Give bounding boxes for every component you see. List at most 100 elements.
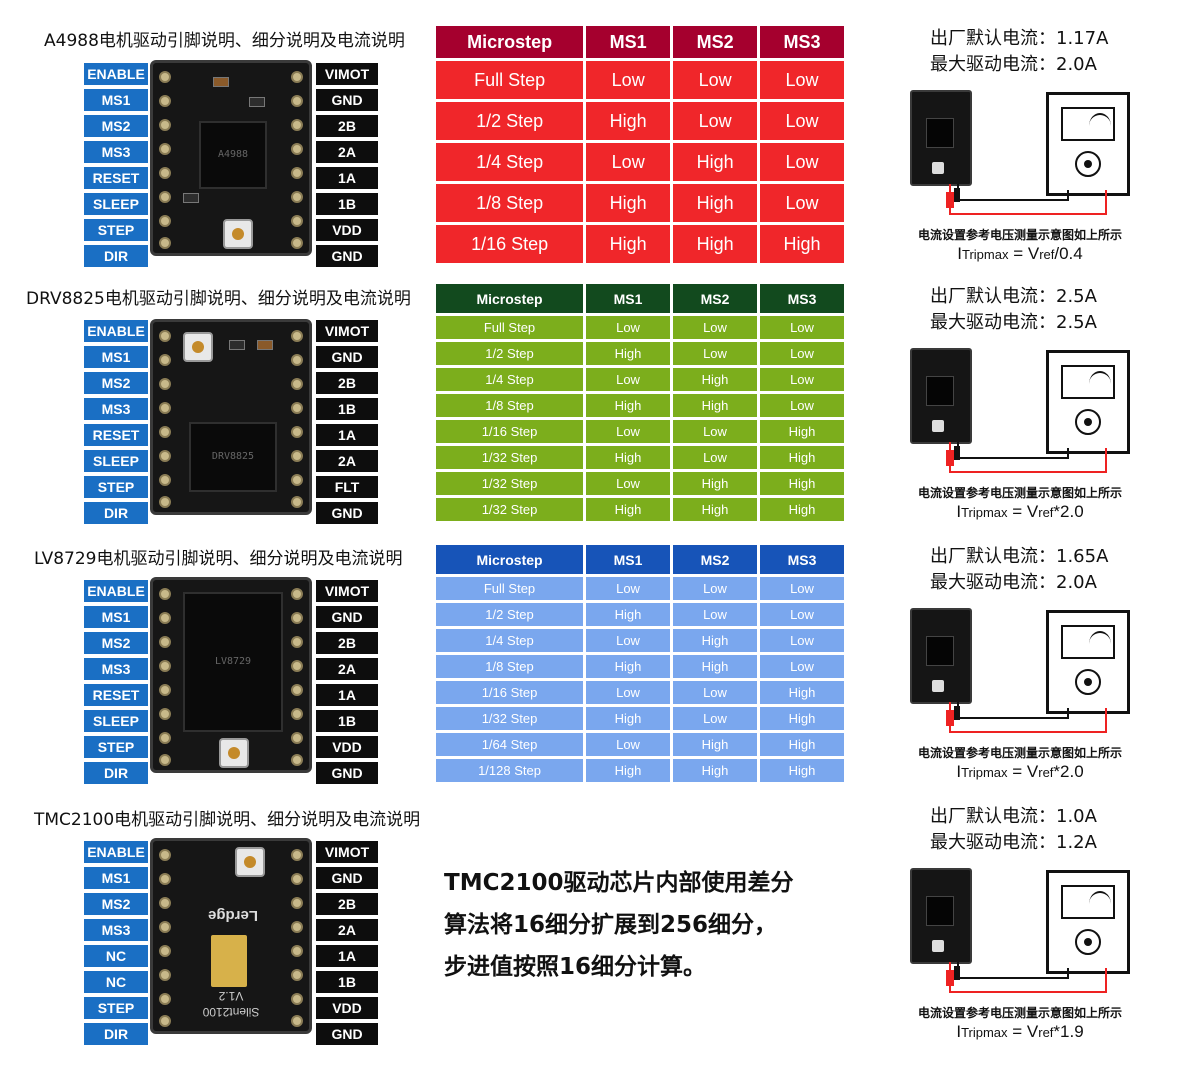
pin-label-left: MS2 bbox=[84, 893, 148, 915]
table-header-cell: MS1 bbox=[586, 545, 674, 574]
driver-thumbnail bbox=[910, 608, 972, 704]
table-cell: High bbox=[673, 394, 760, 417]
pin-label-left: RESET bbox=[84, 684, 148, 706]
driver-thumbnail bbox=[910, 90, 972, 186]
measurement-note: 电流设置参考电压测量示意图如上所示 bbox=[917, 228, 1122, 242]
measurement-note: 电流设置参考电压测量示意图如上所示 bbox=[917, 486, 1122, 500]
formula-part: I bbox=[956, 762, 962, 781]
tmc2100-board: Lerdge V1.2 Silent2100 bbox=[150, 838, 312, 1034]
pin-label-right: GND bbox=[316, 867, 378, 889]
table-cell: High bbox=[586, 394, 674, 417]
tmc2100-note: TMC2100驱动芯片内部使用差分 算法将16细分扩展到256细分， 步进值按照… bbox=[444, 862, 864, 988]
formula-part: ref bbox=[1039, 247, 1055, 262]
pin-label-right: 1A bbox=[316, 167, 378, 189]
table-cell: Low bbox=[586, 733, 674, 756]
driver-thumbnail bbox=[910, 348, 972, 444]
formula-part: = V bbox=[1007, 762, 1039, 781]
table-cell: 1/4 Step bbox=[436, 143, 587, 181]
pin-label-right: GND bbox=[316, 245, 378, 267]
potentiometer bbox=[235, 847, 265, 877]
table-cell: Low bbox=[760, 184, 844, 222]
table-cell: 1/8 Step bbox=[436, 394, 587, 417]
pin-label-right: 1B bbox=[316, 193, 378, 215]
formula-part: = V bbox=[1007, 1022, 1039, 1041]
pin-label-left: RESET bbox=[84, 424, 148, 446]
table-cell: Low bbox=[673, 102, 761, 140]
table-header-cell: MS3 bbox=[760, 545, 844, 574]
table-cell: Low bbox=[760, 394, 844, 417]
pin-label-right: 2A bbox=[316, 141, 378, 163]
pin-label-left: ENABLE bbox=[84, 320, 148, 342]
table-cell: Low bbox=[760, 61, 844, 99]
table-cell: Low bbox=[673, 446, 760, 469]
table-cell: 1/128 Step bbox=[436, 759, 587, 782]
tmc-note-line: TMC2100驱动芯片内部使用差分 bbox=[444, 870, 794, 896]
pin-label-right: 2B bbox=[316, 893, 378, 915]
table-cell: High bbox=[586, 446, 674, 469]
pin-label-right: 2A bbox=[316, 658, 378, 680]
formula-part: ref bbox=[1038, 765, 1054, 780]
table-cell: Low bbox=[673, 603, 760, 626]
table-cell: Low bbox=[586, 368, 674, 391]
table-cell: High bbox=[673, 184, 761, 222]
pin-label-left: MS3 bbox=[84, 141, 148, 163]
pin-label-right: FLT bbox=[316, 476, 378, 498]
table-cell: High bbox=[673, 759, 760, 782]
table-cell: Low bbox=[586, 316, 674, 339]
pin-label-left: SLEEP bbox=[84, 193, 148, 215]
table-cell: Low bbox=[760, 629, 844, 652]
table-cell: High bbox=[673, 368, 760, 391]
pin-label-left: SLEEP bbox=[84, 450, 148, 472]
formula-part: = V bbox=[1008, 244, 1040, 263]
table-header-cell: MS2 bbox=[673, 26, 761, 58]
pin-label-left: DIR bbox=[84, 502, 148, 524]
table-cell: Low bbox=[586, 681, 674, 704]
a4988-board: A4988 bbox=[150, 60, 312, 256]
table-cell: Low bbox=[673, 577, 760, 600]
measurement-note: 电流设置参考电压测量示意图如上所示 bbox=[917, 746, 1122, 760]
table-cell: 1/4 Step bbox=[436, 368, 587, 391]
pin-label-right: 2A bbox=[316, 450, 378, 472]
table-cell: 1/16 Step bbox=[436, 681, 587, 704]
table-cell: Low bbox=[586, 577, 674, 600]
probe-wires bbox=[946, 962, 1107, 993]
pin-label-left: MS1 bbox=[84, 606, 148, 628]
pin-label-left: STEP bbox=[84, 476, 148, 498]
driver-thumbnail bbox=[910, 868, 972, 964]
table-header-cell: Microstep bbox=[436, 284, 587, 313]
formula-part: Tripmax bbox=[961, 765, 1008, 780]
section-a4988: A4988电机驱动引脚说明、细分说明及电流说明 bbox=[0, 26, 1200, 271]
table-cell: 1/8 Step bbox=[436, 184, 587, 222]
pin-label-right: 1A bbox=[316, 945, 378, 967]
table-cell: High bbox=[586, 707, 674, 730]
table-cell: Low bbox=[760, 655, 844, 678]
probe-wires bbox=[946, 702, 1107, 733]
pin-label-right: GND bbox=[316, 89, 378, 111]
multimeter bbox=[1046, 350, 1130, 454]
table-cell: Low bbox=[673, 707, 760, 730]
table-header-cell: MS1 bbox=[586, 26, 674, 58]
pin-label-left: MS2 bbox=[84, 372, 148, 394]
pin-label-right: VDD bbox=[316, 997, 378, 1019]
table-cell: High bbox=[673, 143, 761, 181]
table-cell: Low bbox=[760, 143, 844, 181]
pin-label-right: 1B bbox=[316, 398, 378, 420]
pin-label-left: MS3 bbox=[84, 398, 148, 420]
max-current: 最大驱动电流：2.0A bbox=[930, 572, 1097, 593]
tmc-model-label: Silent2100 bbox=[202, 1005, 260, 1019]
table-cell: 1/16 Step bbox=[436, 225, 587, 263]
table-cell: Low bbox=[586, 472, 674, 495]
formula-part: ref bbox=[1038, 505, 1054, 520]
pin-label-right: VIMOT bbox=[316, 580, 378, 602]
formula-part: I bbox=[956, 502, 962, 521]
pin-label-right: 1A bbox=[316, 684, 378, 706]
